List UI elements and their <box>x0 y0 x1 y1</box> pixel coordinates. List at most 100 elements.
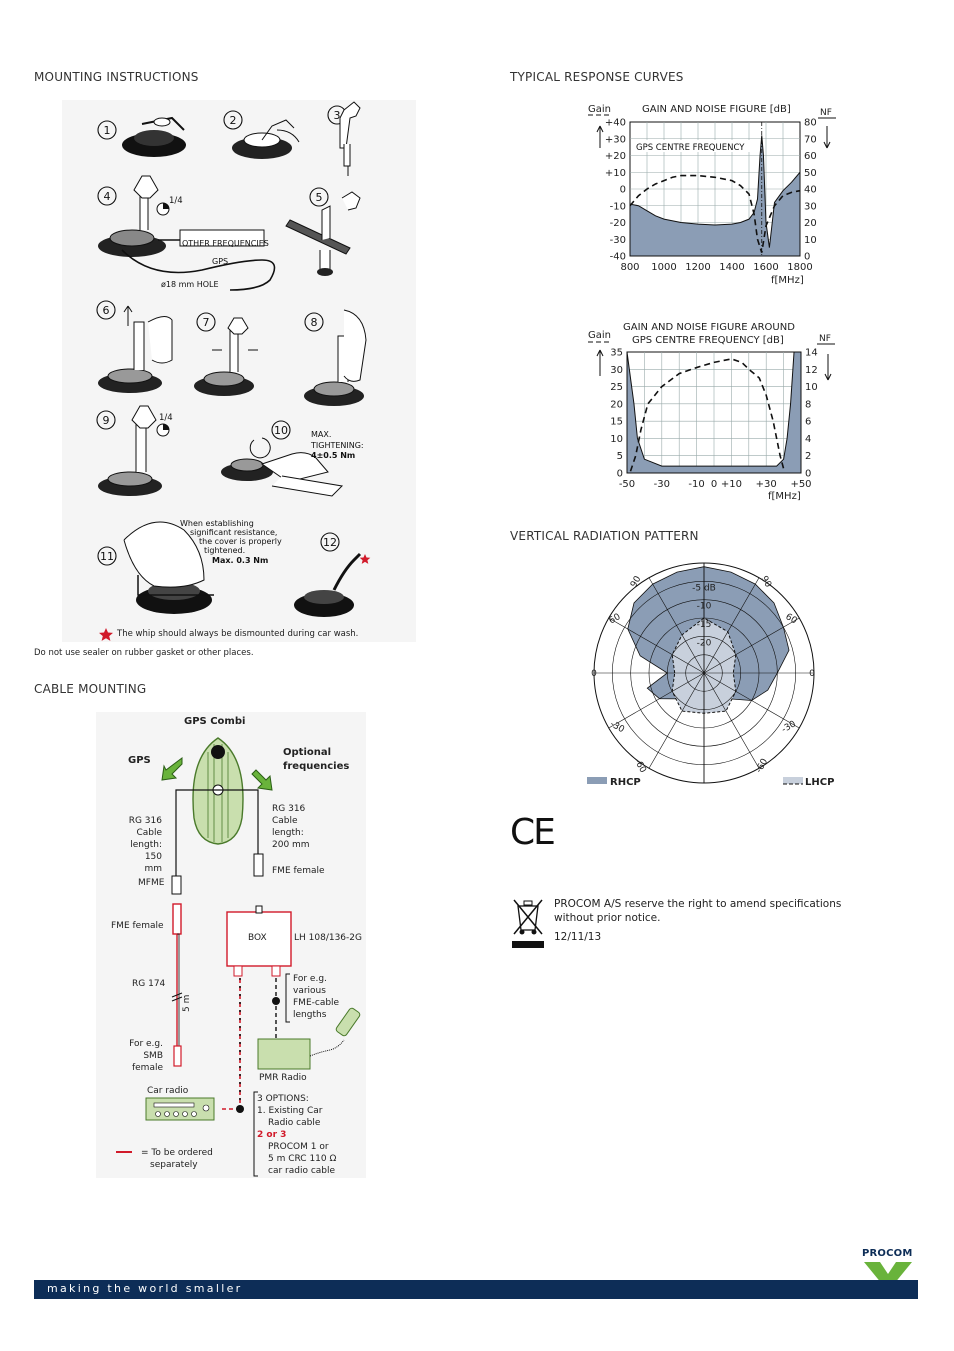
options-4: 2 or 3 <box>257 1130 287 1140</box>
step-label-2: 2 <box>230 114 237 127</box>
rg316-right-2: Cable <box>272 816 298 826</box>
rg316-right-4: 200 mm <box>272 840 310 850</box>
date-label: 12/11/13 <box>554 931 602 943</box>
y2-tick-label: 8 <box>805 399 811 410</box>
radial-tick-label: -15 <box>697 620 712 630</box>
rhcp-legend-swatch <box>587 777 607 784</box>
step-circle-5 <box>309 187 329 207</box>
other-frequencies-label: OTHER FREQUENCIES <box>182 239 269 248</box>
pmr-radio <box>257 1038 311 1070</box>
smb-1: For e.g. <box>129 1039 163 1049</box>
quarter-turn-label: 1/4 <box>169 196 183 206</box>
chart1-unit: f[MHz] <box>771 275 804 286</box>
y2-tick-label: 10 <box>804 235 817 246</box>
lhcp-legend-label: LHCP <box>805 777 834 788</box>
legend-line-2: separately <box>150 1160 198 1170</box>
chart2-gain-label: Gain <box>588 330 611 341</box>
gps-cable-label: GPS <box>212 257 228 266</box>
y2-tick-label: 12 <box>805 365 818 376</box>
sealer-note: Do not use sealer on rubber gasket or ot… <box>34 648 254 658</box>
radial-tick-label: -10 <box>697 602 712 612</box>
box-label: BOX <box>248 933 267 943</box>
y-tick-label: 35 <box>610 348 623 359</box>
y-tick-label: 30 <box>610 365 623 376</box>
chart1-gain-label: Gain <box>588 104 611 115</box>
y2-tick-label: 4 <box>805 434 811 445</box>
star-icon <box>359 554 371 564</box>
y-tick-label: -40 <box>610 252 626 263</box>
pmr-label: PMR Radio <box>259 1073 307 1083</box>
step-label-12: 12 <box>323 536 337 549</box>
y2-tick-label: 80 <box>804 118 817 129</box>
x-tick-label: 0 <box>711 479 717 490</box>
step-circle-11 <box>97 546 117 566</box>
frequencies-label: frequencies <box>283 761 350 772</box>
step-circle-6 <box>96 300 116 320</box>
options-7: car radio cable <box>268 1166 336 1176</box>
down-arrow-icon <box>824 354 832 381</box>
y2-tick-label: 20 <box>804 218 817 229</box>
y-tick-label: 10 <box>610 434 623 445</box>
down-arrow-icon <box>823 126 831 149</box>
y-tick-label: 20 <box>610 399 623 410</box>
smb-connector <box>173 1045 182 1067</box>
step-label-5: 5 <box>316 191 323 204</box>
step-circle-12 <box>320 532 340 552</box>
y-tick-label: 0 <box>617 469 623 480</box>
chart2-unit: f[MHz] <box>768 491 801 502</box>
nf-series <box>629 358 785 472</box>
legend-line-1: = To be ordered <box>141 1148 213 1158</box>
mfme-connector <box>171 875 182 895</box>
car-radio-label: Car radio <box>147 1086 189 1096</box>
radial-tick-label: -20 <box>697 638 712 648</box>
fore-2: various <box>293 986 326 996</box>
y2-tick-label: 10 <box>805 382 818 393</box>
step-circle-9 <box>96 410 116 430</box>
fore-4: lengths <box>293 1010 327 1020</box>
chart-gain-nf: Gain GAIN AND NOISE FIGURE [dB] NF GPS C… <box>585 98 840 293</box>
step-circle-8 <box>304 312 324 332</box>
y2-tick-label: 2 <box>805 451 811 462</box>
step-circle-4 <box>97 186 117 206</box>
cable-title: CABLE MOUNTING <box>34 682 147 696</box>
x-tick-label: 1200 <box>685 262 710 273</box>
response-title: TYPICAL RESPONSE CURVES <box>510 70 684 84</box>
y-tick-label: 5 <box>617 451 623 462</box>
ce-mark: CE <box>510 812 556 853</box>
y2-tick-label: 70 <box>804 134 817 145</box>
step-label-7: 7 <box>203 316 210 329</box>
y2-tick-label: 30 <box>804 201 817 212</box>
footer-bar <box>34 1280 918 1299</box>
hole-label: ø18 mm HOLE <box>161 280 219 289</box>
quarter-turn-label-2: 1/4 <box>159 413 173 423</box>
notice-line-2: without prior notice. <box>554 912 661 924</box>
step-label-9: 9 <box>103 414 110 427</box>
angle-label: 0 <box>809 669 815 679</box>
polar-spoke <box>703 617 800 674</box>
y2-tick-label: 6 <box>805 417 811 428</box>
chart2-nf-label: NF <box>819 334 831 344</box>
y2-tick-label: 0 <box>804 252 810 263</box>
rg316-left-4: 150 mm <box>144 852 162 874</box>
options-5: PROCOM 1 or <box>268 1142 329 1152</box>
annotation-box <box>634 140 752 152</box>
torque-label: 4±0.5 Nm <box>311 451 355 460</box>
y2-tick-label: 0 <box>805 469 811 480</box>
step-label-8: 8 <box>311 316 318 329</box>
resist-line-5: Max. 0.3 Nm <box>212 556 268 565</box>
step-label-1: 1 <box>104 124 111 137</box>
y-tick-label: +20 <box>605 151 626 162</box>
y-tick-label: -30 <box>610 235 626 246</box>
y-tick-label: +10 <box>605 168 626 179</box>
options-1: 3 OPTIONS: <box>257 1094 309 1104</box>
star-icon <box>99 628 113 641</box>
fore-1: For e.g. <box>293 974 327 984</box>
step-circle-1 <box>97 120 117 140</box>
chart1-nf-label: NF <box>820 108 832 118</box>
rg316-left-2: Cable <box>136 828 162 838</box>
polar-spoke <box>608 617 705 674</box>
x-tick-label: +30 <box>756 479 777 490</box>
fme-female-left-label: FME female <box>111 921 164 931</box>
y2-tick-label: 40 <box>804 185 817 196</box>
footer-tagline: making the world smaller <box>47 1282 243 1295</box>
